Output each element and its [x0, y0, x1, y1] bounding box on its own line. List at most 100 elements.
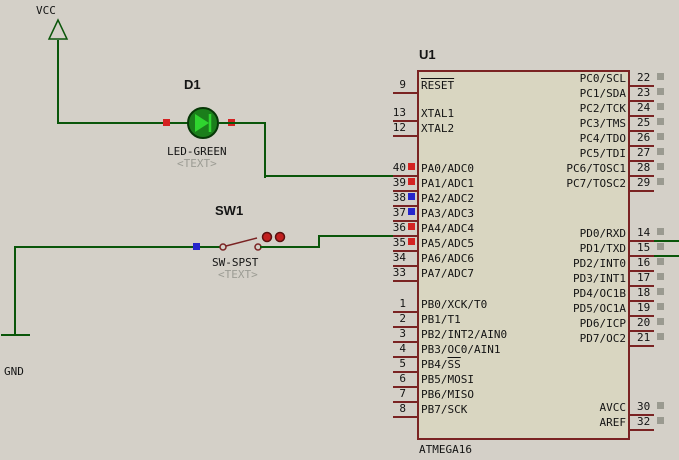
pin-number-6: 6: [399, 372, 406, 385]
pin-number-24: 24: [637, 101, 651, 114]
chip-body[interactable]: [417, 70, 630, 440]
pin-label-pd0-rxd: PD0/RXD: [579, 227, 626, 240]
pin-stub-25: [630, 130, 654, 132]
wire-switch-out[interactable]: [260, 246, 320, 248]
chip-part-label: ATMEGA16: [419, 443, 472, 456]
pin-number-1: 1: [399, 297, 406, 310]
pin-number-8: 8: [399, 402, 406, 415]
pin-number-27: 27: [637, 146, 651, 159]
pin-state-square-26: [657, 133, 664, 140]
pin-label-pa3-adc3: PA3/ADC3: [421, 207, 474, 220]
pin-label-xtal2: XTAL2: [421, 122, 455, 135]
pin-stub-7: [393, 401, 417, 403]
pin-stub-29: [630, 190, 654, 192]
pin-number-18: 18: [637, 286, 651, 299]
pin-number-40: 40: [392, 161, 406, 174]
switch-left-state-square: [193, 243, 200, 250]
pin-number-16: 16: [637, 256, 651, 269]
pin-state-square-35: [408, 238, 415, 245]
wire-pd1-txd[interactable]: [654, 255, 679, 257]
pin-label-pc2-tck: PC2/TCK: [579, 102, 626, 115]
pin-number-5: 5: [399, 357, 406, 370]
pin-number-26: 26: [637, 131, 651, 144]
pin-label-pa4-adc4: PA4/ADC4: [421, 222, 474, 235]
wire-gnd-to-switch[interactable]: [14, 246, 220, 248]
pin-stub-2: [393, 326, 417, 328]
vcc-arrow-icon: [47, 18, 69, 40]
pin-label-pa0-adc0: PA0/ADC0: [421, 162, 474, 175]
wire-switch-to-pa4[interactable]: [318, 235, 393, 237]
vcc-power-symbol[interactable]: [46, 18, 70, 42]
pin-number-2: 2: [399, 312, 406, 325]
vcc-label: VCC: [36, 4, 56, 17]
pin-number-25: 25: [637, 116, 651, 129]
pin-stub-1: [393, 311, 417, 313]
wire-led-to-pa0[interactable]: [264, 175, 393, 177]
pin-stub-39: [393, 190, 417, 192]
switch-actuator-icon[interactable]: [261, 231, 273, 243]
pin-number-36: 36: [392, 221, 406, 234]
pin-number-22: 22: [637, 71, 651, 84]
pin-label-pb3-oc0-ain1: PB3/OC0/AIN1: [421, 343, 501, 356]
pin-stub-22: [630, 85, 654, 87]
pin-label-pc7-tosc2: PC7/TOSC2: [566, 177, 626, 190]
pin-number-20: 20: [637, 316, 651, 329]
pin-number-30: 30: [637, 400, 651, 413]
pin-stub-36: [393, 235, 417, 237]
switch-text-placeholder: <TEXT>: [218, 268, 258, 281]
pin-number-34: 34: [392, 251, 406, 264]
pin-label-aref: AREF: [599, 416, 627, 429]
ground-symbol[interactable]: [1, 334, 30, 336]
pin-stub-21: [630, 345, 654, 347]
wire-vcc-to-led[interactable]: [57, 122, 188, 124]
pin-number-33: 33: [392, 266, 406, 279]
pin-stub-6: [393, 386, 417, 388]
pin-stub-8: [393, 416, 417, 418]
pin-label-pa7-adc7: PA7/ADC7: [421, 267, 474, 280]
pin-label-pb6-miso: PB6/MISO: [421, 388, 474, 401]
pin-state-square-23: [657, 88, 664, 95]
switch-part-label: SW-SPST: [212, 256, 259, 269]
pin-label-reset: RESET: [421, 79, 455, 92]
pin-state-square-18: [657, 288, 664, 295]
pin-number-4: 4: [399, 342, 406, 355]
wire-led-out-horizontal[interactable]: [219, 122, 266, 124]
pin-label-pc6-tosc1: PC6/TOSC1: [566, 162, 626, 175]
pin-state-square-29: [657, 178, 664, 185]
wire-switch-jog[interactable]: [318, 235, 320, 248]
pin-state-square-40: [408, 163, 415, 170]
pin-label-pd1-txd: PD1/TXD: [579, 242, 626, 255]
pin-label-pc3-tms: PC3/TMS: [579, 117, 626, 130]
pin-stub-4: [393, 356, 417, 358]
pin-label-xtal1: XTAL1: [421, 107, 455, 120]
pin-stub-23: [630, 100, 654, 102]
switch-actuator-icon[interactable]: [274, 231, 286, 243]
led-anode-arrow-icon: [195, 114, 209, 132]
pin-stub-32: [630, 429, 654, 431]
pin-state-square-25: [657, 118, 664, 125]
switch-lever: [225, 237, 258, 247]
pin-label-avcc: AVCC: [599, 401, 627, 414]
wire-pd0-rxd[interactable]: [654, 240, 679, 242]
wire-vcc-vertical[interactable]: [57, 40, 59, 124]
wire-led-out-vertical[interactable]: [264, 122, 266, 178]
chip-ref-label: U1: [419, 47, 436, 62]
pin-label-pc1-sda: PC1/SDA: [579, 87, 626, 100]
pin-number-19: 19: [637, 301, 651, 314]
led-symbol[interactable]: [186, 106, 220, 140]
pin-stub-37: [393, 220, 417, 222]
wire-to-ground[interactable]: [14, 246, 16, 335]
pin-label-pa2-adc2: PA2/ADC2: [421, 192, 474, 205]
pin-number-28: 28: [637, 161, 651, 174]
pin-number-23: 23: [637, 86, 651, 99]
pin-label-pc0-scl: PC0/SCL: [579, 72, 626, 85]
pin-label-pb0-xck-t0: PB0/XCK/T0: [421, 298, 488, 311]
pin-stub-26: [630, 145, 654, 147]
pin-label-pb2-int2-ain0: PB2/INT2/AIN0: [421, 328, 508, 341]
gnd-label: GND: [4, 365, 24, 378]
pin-state-square-15: [657, 243, 664, 250]
pin-stub-35: [393, 250, 417, 252]
pin-label-pd2-int0: PD2/INT0: [573, 257, 626, 270]
pin-state-square-14: [657, 228, 664, 235]
